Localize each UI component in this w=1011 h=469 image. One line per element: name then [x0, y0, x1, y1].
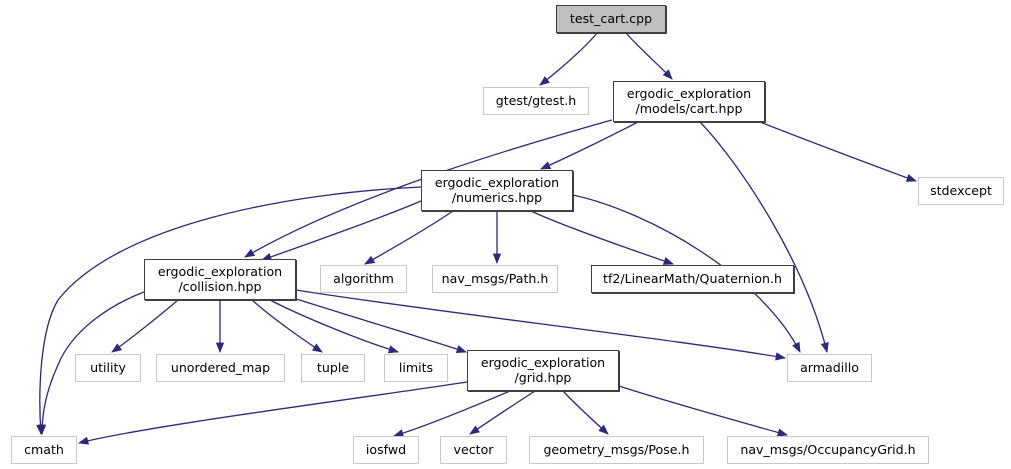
node-utility[interactable]: utility [75, 354, 141, 382]
node-limits[interactable]: limits [384, 354, 448, 382]
edge-grid_hpp-to-vector [469, 390, 536, 435]
edge-numerics_hpp-to-algorithm [364, 210, 454, 265]
node-unordered_map[interactable]: unordered_map [156, 354, 285, 382]
node-algorithm[interactable]: algorithm [320, 265, 407, 293]
node-nav_path[interactable]: nav_msgs/Path.h [432, 265, 558, 293]
edge-grid_hpp-to-geometry_pose [562, 390, 609, 435]
node-nav_occupancy[interactable]: nav_msgs/OccupancyGrid.h [727, 436, 929, 464]
node-grid_hpp[interactable]: ergodic_exploration /grid.hpp [467, 350, 619, 391]
edge-grid_hpp-to-iosfwd [393, 390, 511, 438]
node-stdexcept[interactable]: stdexcept [918, 177, 1004, 205]
node-cmath[interactable]: cmath [11, 436, 77, 464]
node-vector[interactable]: vector [440, 436, 507, 464]
edge-collision_hpp-to-tuple [251, 299, 323, 353]
node-tuple[interactable]: tuple [301, 354, 365, 382]
edge-numerics_hpp-to-armadillo [572, 194, 801, 353]
edge-collision_hpp-to-utility [111, 299, 179, 353]
edge-collision_hpp-to-armadillo [295, 289, 787, 361]
node-armadillo[interactable]: armadillo [787, 354, 872, 382]
edge-test_cart-to-cart_hpp [625, 32, 673, 80]
edge-numerics_hpp-to-cmath [36, 186, 422, 436]
edge-collision_hpp-to-limits [269, 299, 399, 354]
node-test_cart[interactable]: test_cart.cpp [556, 5, 666, 33]
node-cart_hpp[interactable]: ergodic_exploration /models/cart.hpp [613, 81, 765, 122]
edge-numerics_hpp-to-collision_hpp [261, 200, 422, 261]
node-numerics_hpp[interactable]: ergodic_exploration /numerics.hpp [421, 170, 573, 211]
edge-cart_hpp-to-armadillo [699, 121, 829, 354]
edge-test_cart-to-gtest [539, 32, 598, 86]
node-gtest[interactable]: gtest/gtest.h [483, 87, 589, 115]
edge-cart_hpp-to-numerics_hpp [540, 121, 639, 170]
edge-grid_hpp-to-cmath [77, 381, 468, 445]
edge-collision_hpp-to-grid_hpp [289, 296, 467, 354]
node-geometry_pose[interactable]: geometry_msgs/Pose.h [529, 436, 704, 464]
node-collision_hpp[interactable]: ergodic_exploration /collision.hpp [144, 259, 296, 300]
edge-collision_hpp-to-cmath [37, 291, 145, 436]
edge-numerics_hpp-to-quaternion [530, 210, 674, 265]
node-iosfwd[interactable]: iosfwd [353, 436, 419, 464]
edge-grid_hpp-to-nav_occupancy [618, 385, 789, 437]
edge-cart_hpp-to-stdexcept [759, 121, 917, 182]
node-quaternion[interactable]: tf2/LinearMath/Quaternion.h [591, 265, 794, 293]
